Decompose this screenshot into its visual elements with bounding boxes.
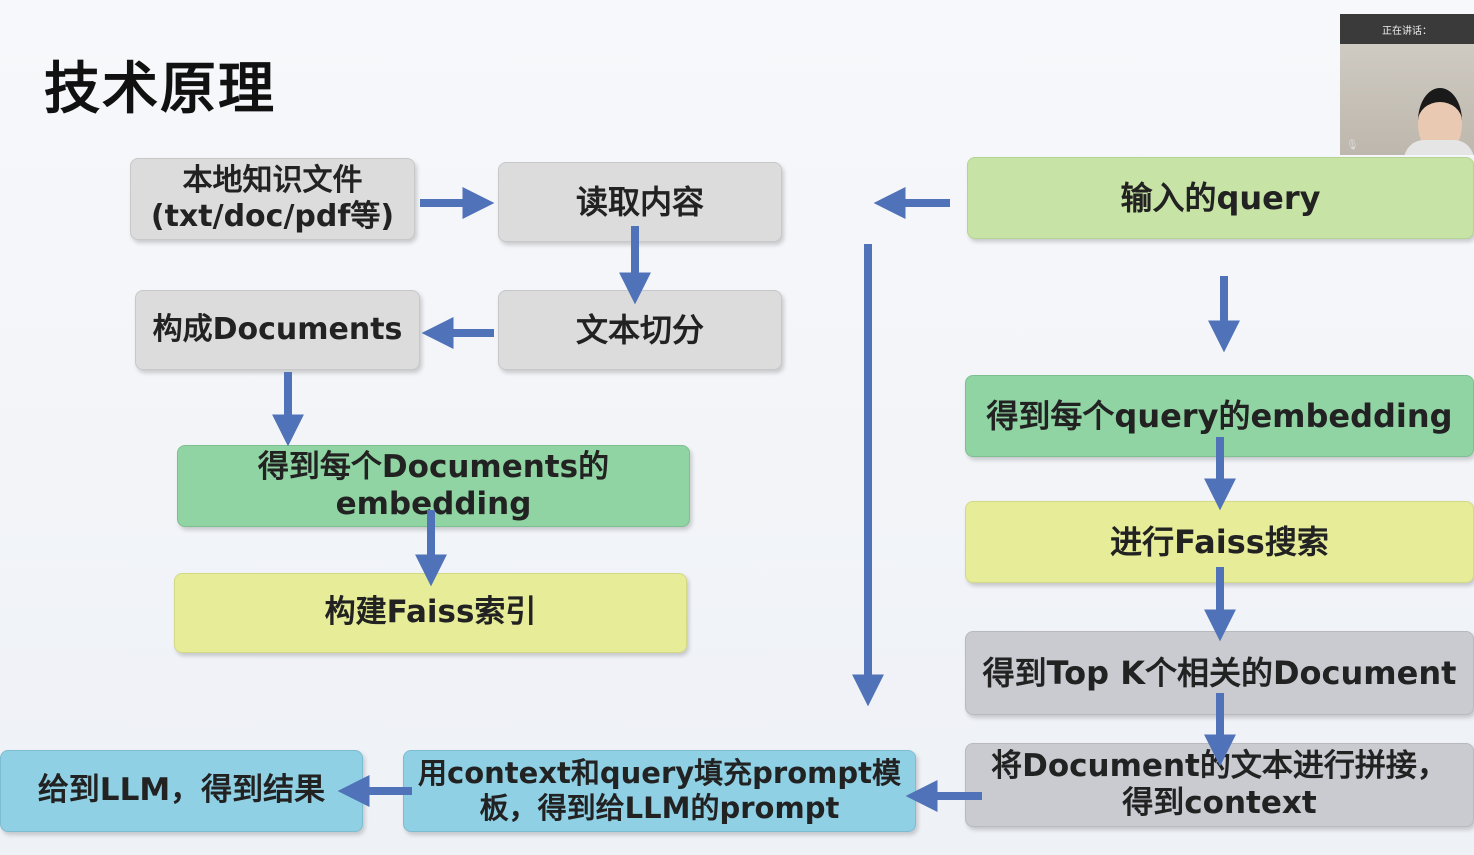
node-input-query: 输入的query [967,157,1474,239]
presenter-body [1404,140,1474,155]
node-build-documents: 构成Documents [135,290,420,370]
webcam-video [1340,44,1474,155]
node-read-content: 读取内容 [498,162,782,242]
microphone-icon: 🎙 [1346,140,1359,151]
page-title: 技术原理 [44,57,276,122]
node-local-files: 本地知识文件 (txt/doc/pdf等) [130,158,415,240]
speaking-indicator: 正在讲话： [1340,14,1474,44]
node-llm-result: 给到LLM，得到结果 [0,750,363,832]
speaking-label: 正在讲话： [1382,25,1432,37]
node-fill-prompt: 用context和query填充prompt模 板，得到给LLM的prompt [403,750,916,832]
webcam-overlay: 正在讲话： 🎙 [1340,14,1474,155]
